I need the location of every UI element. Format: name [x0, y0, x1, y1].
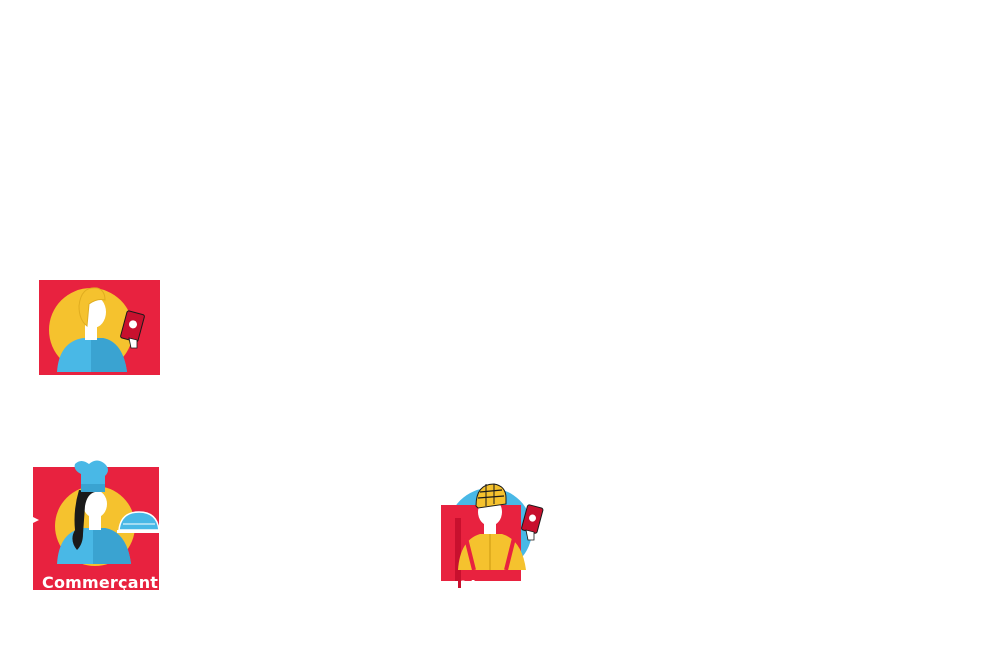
role-card-driver[interactable]: Livreur: [440, 478, 546, 598]
role-card-merchant[interactable]: Commerçant: [33, 460, 161, 592]
chef-with-cloche-icon: [33, 460, 161, 590]
client-with-phone-icon: [39, 280, 160, 375]
delivery-driver-with-phone-icon: [440, 483, 546, 598]
role-card-client[interactable]: [39, 280, 160, 375]
role-label-driver: Livreur: [460, 577, 526, 596]
role-label-merchant: Commerçant: [42, 573, 159, 592]
